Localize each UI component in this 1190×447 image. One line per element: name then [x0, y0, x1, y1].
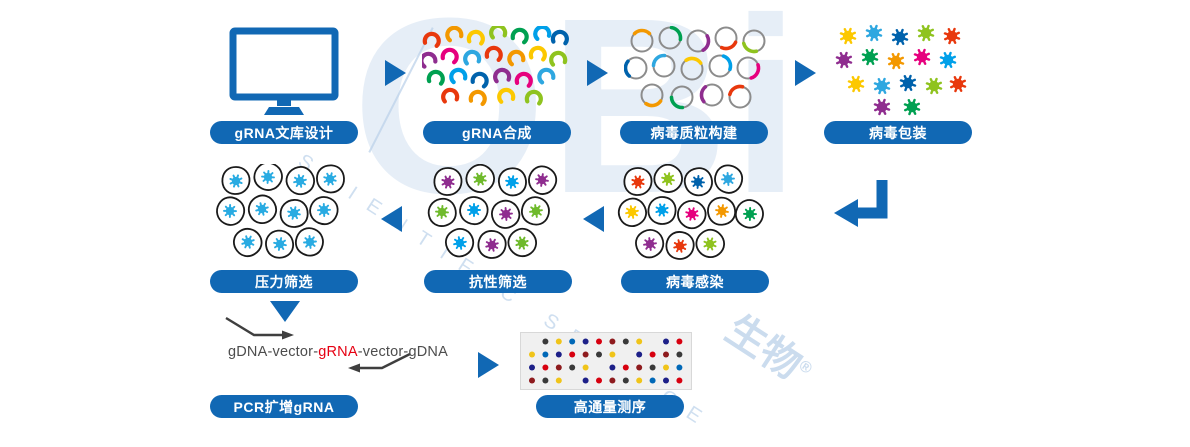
- step-label-sequencing: 高通量测序: [536, 395, 684, 418]
- flow-arrow-right-icon: [587, 60, 608, 86]
- step-label-resistance-screening: 抗性筛选: [424, 270, 572, 293]
- pcr-sequence-text: gDNA-vector-gRNA-vector-gDNA: [228, 344, 448, 360]
- flow-arrow-down-icon: [270, 301, 300, 322]
- corner-arrow-icon: [834, 180, 888, 227]
- resistance-cells-icon: [427, 164, 558, 259]
- grna-oligos-icon: [422, 26, 569, 107]
- flow-arrow-right-icon: [385, 60, 406, 86]
- watermark-cn: 生物®: [716, 298, 825, 397]
- flow-arrow-left-icon: [381, 206, 402, 232]
- step-label-grna-synthesis: gRNA合成: [423, 121, 571, 144]
- watermark-cn-text: 生物: [718, 307, 810, 388]
- step-label-pressure-screening: 压力筛选: [210, 270, 358, 293]
- pcr-sequence-grna: gRNA: [318, 344, 358, 360]
- pcr-sequence-right: -vector-gDNA: [357, 344, 448, 360]
- pcr-primers-icon: [225, 316, 411, 373]
- step-label-pcr-amplification: PCR扩增gRNA: [210, 395, 358, 418]
- virus-particles-icon: [835, 24, 967, 116]
- step-label-virus-packaging: 病毒包装: [824, 121, 972, 144]
- monitor-icon: [229, 27, 339, 115]
- pcr-sequence-left: gDNA-vector-: [228, 344, 319, 360]
- pressure-cells-icon: [216, 164, 345, 259]
- flow-arrow-right-icon: [478, 352, 499, 378]
- infected-cells-icon: [617, 164, 764, 260]
- flow-arrow-left-icon: [583, 206, 604, 232]
- flowcell-chip-icon: [520, 332, 692, 390]
- flow-arrow-right-icon: [795, 60, 816, 86]
- step-label-library-design: gRNA文库设计: [210, 121, 358, 144]
- step-label-plasmid-construction: 病毒质粒构建: [620, 121, 768, 144]
- step-label-virus-infection: 病毒感染: [621, 270, 769, 293]
- plasmids-icon: [624, 26, 766, 110]
